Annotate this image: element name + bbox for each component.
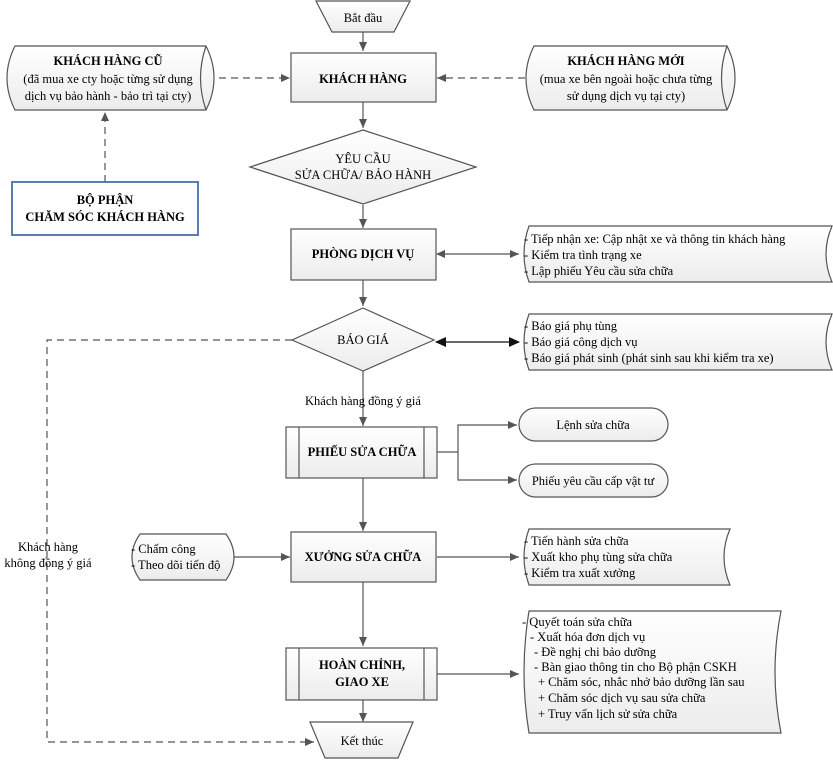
complete-task: - Xuất hóa đơn dịch vụ	[530, 630, 646, 644]
complete-task: - Quyết toán sửa chữa	[522, 615, 632, 629]
old-customer-title: KHÁCH HÀNG CŨ	[53, 54, 162, 68]
complete-task: + Truy vấn lịch sử sửa chữa	[538, 707, 678, 721]
disagree-line: không đồng ý giá	[4, 556, 92, 570]
service-tasks-doc: - Tiếp nhận xe: Cập nhật xe và thông tin…	[523, 225, 833, 283]
start-terminal: Bắt đầu	[315, 0, 411, 33]
slip-split-connector	[437, 421, 517, 453]
disagree-dashed-path	[46, 339, 314, 746]
new-customer-line: (mua xe bên ngoài hoặc chưa từng	[540, 72, 713, 86]
workshop-task: - Tiến hành sửa chữa	[524, 534, 629, 548]
quote-label: BÁO GIÁ	[337, 333, 389, 347]
care-dept-box: BỘ PHẬN CHĂM SÓC KHÁCH HÀNG	[11, 181, 199, 236]
request-line: YÊU CẦU	[335, 151, 390, 166]
care-dept-line: BỘ PHẬN	[77, 193, 134, 207]
new-customer-line: sử dụng dịch vụ tại cty)	[567, 89, 685, 103]
complete-task: + Chăm sóc, nhắc nhở bảo dưỡng lần sau	[538, 675, 745, 689]
workshop-tasks-doc: - Tiến hành sửa chữa - Xuất kho phụ tùng…	[523, 528, 731, 586]
repair-order-terminal: Lệnh sửa chữa	[518, 407, 669, 442]
quote-item: - Báo giá phụ tùng	[524, 319, 618, 333]
supply-request-terminal: Phiếu yêu cầu cấp vật tư	[518, 463, 669, 498]
workshop-inputs-storage: - Chấm công - Theo dõi tiến độ	[131, 533, 235, 581]
new-customer-title: KHÁCH HÀNG MỚI	[567, 54, 684, 68]
complete-tasks-doc: - Quyết toán sửa chữa - Xuất hóa đơn dịc…	[522, 610, 782, 734]
service-task: - Tiếp nhận xe: Cập nhật xe và thông tin…	[524, 232, 786, 246]
quote-item: - Báo giá phát sinh (phát sinh sau khi k…	[524, 351, 774, 365]
complete-task: - Đề nghị chi bảo dưỡng	[534, 645, 657, 659]
workshop-label: XƯỞNG SỬA CHỮA	[305, 550, 422, 564]
service-task: - Kiểm tra tình trạng xe	[524, 248, 642, 262]
care-dept-line: CHĂM SÓC KHÁCH HÀNG	[25, 210, 185, 224]
new-customer-storage: KHÁCH HÀNG MỚI (mua xe bên ngoài hoặc ch…	[525, 45, 736, 111]
old-customer-line: (đã mua xe cty hoặc từng sử dụng	[23, 72, 193, 86]
end-terminal: Kết thúc	[309, 721, 414, 759]
quote-items-doc: - Báo giá phụ tùng - Báo giá công dịch v…	[523, 313, 833, 371]
complete-task: - Bàn giao thông tin cho Bộ phận CSKH	[534, 660, 737, 674]
connectors	[46, 32, 525, 746]
disagree-label: Khách hàng không đồng ý giá	[4, 540, 92, 570]
end-label: Kết thúc	[341, 734, 384, 748]
repair-slip-label: PHIẾU SỬA CHỮA	[308, 444, 417, 459]
workshop-box: XƯỞNG SỬA CHỮA	[290, 531, 437, 583]
workshop-task: - Xuất kho phụ tùng sửa chữa	[524, 550, 673, 564]
workshop-input: - Theo dõi tiến độ	[131, 558, 220, 572]
old-customer-storage: KHÁCH HÀNG CŨ (đã mua xe cty hoặc từng s…	[6, 45, 215, 111]
service-task: - Lập phiếu Yêu cầu sửa chữa	[524, 264, 674, 278]
repair-slip-box: PHIẾU SỬA CHỮA	[285, 426, 438, 479]
workshop-input: - Chấm công	[131, 542, 196, 556]
complete-task: + Chăm sóc dịch vụ sau sửa chữa	[538, 691, 706, 705]
complete-line: HOÀN CHỈNH,	[319, 658, 405, 672]
service-room-box: PHÒNG DỊCH VỤ	[290, 228, 437, 281]
repair-order-label: Lệnh sửa chữa	[556, 418, 630, 432]
complete-box: HOÀN CHỈNH, GIAO XE	[285, 647, 438, 701]
quote-item: - Báo giá công dịch vụ	[524, 335, 638, 349]
slip-split-connector-2	[457, 452, 517, 484]
agree-label: Khách hàng đồng ý giá	[305, 394, 421, 408]
old-customer-line: dịch vụ bảo hành - bảo trì tại cty)	[25, 89, 192, 103]
start-label: Bắt đầu	[344, 11, 383, 25]
supply-request-label: Phiếu yêu cầu cấp vật tư	[532, 474, 656, 488]
workshop-task: - Kiểm tra xuất xưởng	[524, 566, 636, 580]
request-decision: YÊU CẦU SỬA CHỮA/ BẢO HÀNH	[248, 129, 478, 205]
customer-box: KHÁCH HÀNG	[290, 52, 437, 103]
disagree-line: Khách hàng	[18, 540, 79, 554]
request-line: SỬA CHỮA/ BẢO HÀNH	[295, 168, 431, 182]
service-room-label: PHÒNG DỊCH VỤ	[312, 247, 415, 261]
customer-label: KHÁCH HÀNG	[319, 72, 407, 86]
complete-line: GIAO XE	[335, 675, 389, 689]
quote-decision: BÁO GIÁ	[290, 307, 436, 372]
